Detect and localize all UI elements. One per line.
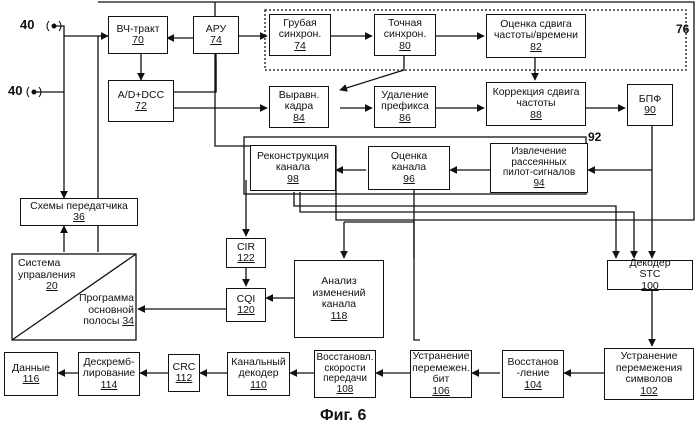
- baseband-program-label: Программа основной полосы 34: [76, 293, 134, 328]
- offset-estimation-block: Оценка сдвига частоты/времени82: [486, 14, 586, 58]
- symbol-deinterleave-block: Устранение перемежения символов102: [604, 348, 694, 400]
- crc-block: CRC112: [168, 354, 200, 392]
- stc-decoder-block: Декодер STC100: [607, 260, 693, 290]
- channel-reconstruction-block: Реконструкция канала98: [250, 145, 336, 191]
- rate-recovery-block: Восстановл. скорости передачи108: [314, 350, 376, 398]
- rf-block: ВЧ-тракт70: [108, 16, 168, 54]
- descrambling-block: Дескремб- лирование114: [78, 352, 140, 396]
- channel-analysis-block: Анализ изменений канала118: [294, 260, 384, 338]
- prefix-removal-block: Удаление префикса86: [374, 86, 436, 128]
- freq-correction-block: Коррекция сдвига частоты88: [486, 82, 586, 126]
- channel-decoder-block: Канальный декодер110: [227, 352, 290, 396]
- antenna-icon: [27, 21, 61, 97]
- group-92-label: 92: [588, 130, 601, 144]
- antenna-label-1: 40: [20, 17, 34, 32]
- coarse-sync-block: Грубая синхрон.74: [269, 14, 331, 56]
- agc-block: АРУ74: [193, 16, 239, 54]
- adc-block: A/D+DCC72: [108, 80, 174, 122]
- channel-estimation-block: Оценка канала96: [368, 146, 450, 190]
- figure-caption: Фиг. 6: [320, 407, 366, 425]
- fine-sync-block: Точная синхрон.80: [374, 14, 436, 56]
- fft-block: БПФ90: [627, 84, 673, 126]
- pilot-extraction-block: Извлечение рассеянных пилот-сигналов94: [490, 143, 588, 193]
- control-system-label: Система управления20: [18, 258, 75, 293]
- group-76-label: 76: [676, 22, 689, 36]
- bit-deinterleave-block: Устранение перемежен. бит106: [410, 350, 472, 398]
- restore-block: Восстанов -ление104: [502, 350, 564, 398]
- data-block: Данные116: [4, 352, 58, 396]
- frame-alignment-block: Выравн. кадра84: [269, 86, 329, 128]
- antenna-label-2: 40: [8, 83, 22, 98]
- cqi-block: CQI120: [226, 288, 266, 322]
- cir-block: CIR122: [226, 238, 266, 268]
- transmitter-block: Схемы передатчика36: [20, 198, 138, 226]
